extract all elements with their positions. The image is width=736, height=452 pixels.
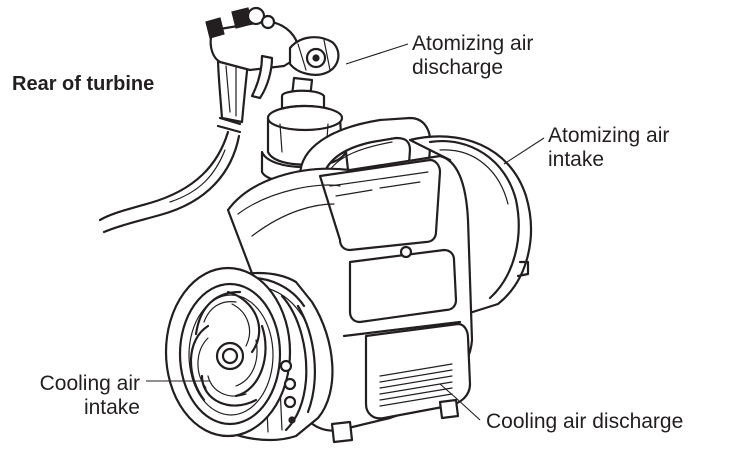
callout-line: intake <box>548 148 605 171</box>
leader-atomizing-intake <box>503 137 545 165</box>
callout-cooling-air-intake: Cooling air intake <box>22 372 140 420</box>
callout-line: discharge <box>412 56 504 79</box>
spray-gun <box>205 6 340 124</box>
diagram-title: Rear of turbine <box>12 73 155 95</box>
callout-cooling-air-discharge: Cooling air discharge <box>486 410 683 434</box>
callout-atomizing-air-intake: Atomizing air intake <box>548 124 669 172</box>
callout-line: Atomizing air <box>412 32 534 55</box>
leader-atomizing-discharge <box>345 43 409 65</box>
leader-cooling-discharge <box>439 383 481 421</box>
callout-line: Atomizing air <box>548 124 670 147</box>
air-hose <box>98 108 244 234</box>
callout-atomizing-air-discharge: Atomizing air discharge <box>412 32 533 80</box>
callout-line: Cooling air discharge <box>486 410 684 433</box>
callout-line: intake <box>83 396 140 419</box>
callout-line: Cooling air <box>39 372 140 395</box>
intake-grille <box>164 266 297 438</box>
